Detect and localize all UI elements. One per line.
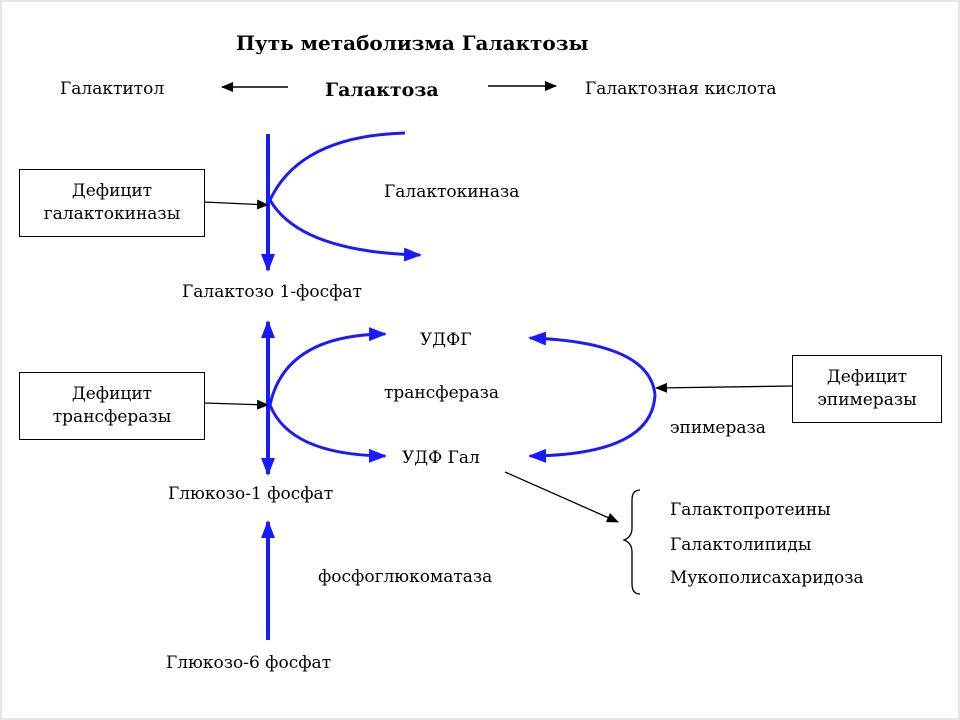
galactitol-label: Галактитол (60, 79, 165, 99)
g1p-label: Глюкозо-1 фосфат (168, 484, 334, 504)
product-mucopolysaccharides: Мукополисахаридоза (670, 568, 864, 588)
epimerase-label: эпимераза (670, 418, 766, 438)
udpgal-label: УДФ Гал (402, 448, 480, 468)
enzyme-label: галактокиназы (43, 204, 181, 224)
deficit-label: Дефицит (71, 181, 153, 202)
transferase-curve-up (268, 327, 387, 406)
enzyme-label: эпимеразы (817, 390, 917, 410)
galactose-label: Галактоза (325, 79, 439, 101)
phosphoglucomutase-label: фосфоглюкоматаза (318, 567, 493, 587)
pointer-epimerase-deficit (655, 382, 793, 393)
deficit-label: Дефицит (826, 367, 908, 388)
udpg-label: УДФГ (420, 330, 472, 350)
diagram-title: Путь метаболизма Галактозы (236, 31, 589, 55)
epimerase-deficit-box: Дефицит эпимеразы (792, 355, 942, 423)
galactokinase-deficit-box: Дефицит галактокиназы (19, 169, 205, 237)
product-galactoproteins: Галактопротеины (670, 500, 831, 520)
epimerase-curve-down (528, 394, 657, 463)
transferase-curve-down (268, 404, 387, 463)
galactonic-acid-label: Галактозная кислота (585, 79, 777, 99)
deficit-label: Дефицит (71, 384, 153, 405)
galactokinase-curve (268, 131, 422, 262)
pointer-galactokinase-deficit (203, 199, 269, 210)
transferase-deficit-box: Дефицит трансферазы (19, 372, 205, 440)
enzyme-label: трансферазы (52, 407, 172, 427)
g6p-label: Глюкозо-6 фосфат (166, 653, 332, 673)
pointer-transferase-deficit (203, 399, 269, 410)
galactokinase-label: Галактокиназа (384, 182, 520, 202)
epimerase-curve-up (528, 331, 657, 396)
transferase-label: трансфераза (384, 383, 500, 403)
gal1p-label: Галактозо 1-фосфат (182, 282, 362, 302)
products-brace (622, 489, 641, 595)
arrow-udpgal-to-products (504, 471, 619, 523)
product-galactolipids: Галактолипиды (670, 535, 812, 555)
